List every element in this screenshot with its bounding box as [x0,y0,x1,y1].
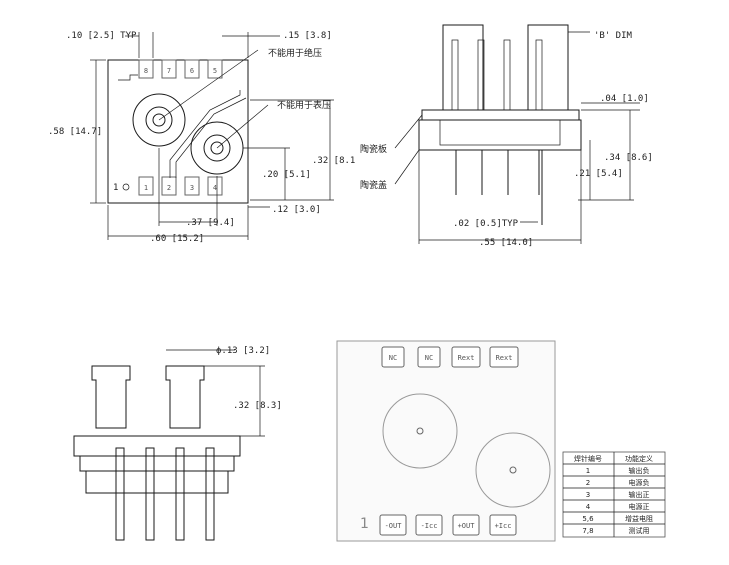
pad-pin1-marker: 1 [360,516,369,532]
dim-21: .21 [5.4] [574,169,623,179]
dim-port-offset: .32 [8.1 [312,156,355,166]
top-pin-row: 8 7 6 5 [138,59,223,79]
pad-bottom-row: -OUT -Icc +OUT +Icc [379,514,517,536]
side-view: 陶瓷板 陶瓷盖 'B' DIM .04 [1.0] .34 [8.6] .21 … [360,24,653,248]
dim-edge: .15 [3.8] [283,31,332,41]
pad-plus-icc: +Icc [495,522,512,530]
table-cell: 输出负 [629,466,650,475]
label-not-absolute: 不能用于绝压 [268,47,322,59]
dim-port-y: .20 [5.1] [262,170,311,180]
dim-34: .34 [8.6] [604,153,653,163]
pin-5: 5 [213,67,217,75]
pad-nc-2: NC [425,354,433,362]
table-cell: 增益电阻 [625,514,653,523]
top-view: 8 7 6 5 1 2 3 4 1 [48,31,355,244]
table-header-pin: 焊针编号 [574,454,602,463]
pin-table: 焊针编号 功能定义 1 输出负 2 电源负 3 输出正 4 电源正 5,6 增益… [562,451,666,538]
dim-55: .55 [14.0] [479,238,533,248]
table-cell: 2 [586,479,590,487]
table-cell: 1 [586,467,590,475]
pad-rext-2: Rext [496,354,513,362]
pad-layout: NC NC Rext Rext 1 -OUT -Icc +OUT +Icc [336,340,556,542]
label-not-gauge: 不能用于表压 [277,99,331,111]
pad-top-row: NC NC Rext Rext [381,346,519,368]
pad-minus-icc: -Icc [421,522,438,530]
port-1 [132,93,186,147]
pin-8: 8 [144,67,148,75]
label-ceramic-plate: 陶瓷板 [360,143,387,155]
pin-2: 2 [167,184,171,192]
table-cell: 测试用 [629,526,650,535]
pad-nc-1: NC [389,354,397,362]
front-view: ϕ.13 [3.2] .32 [8.3] [73,346,282,541]
pin1-marker: 1 [113,183,118,193]
label-ceramic-base: 陶瓷盖 [360,179,387,191]
dim-pad-edge: .12 [3.0] [272,205,321,215]
table-cell: 3 [586,491,590,499]
table-cell: 电源正 [629,502,650,511]
bottom-pin-row: 1 2 3 4 [138,176,223,196]
dim-height: .58 [14.7] [48,127,102,137]
dim-pitch: .10 [2.5] TYP [66,31,137,41]
dim-width: .60 [15.2] [150,234,204,244]
dim-02: .02 [0.5]TYP [453,219,519,229]
table-header-function: 功能定义 [625,454,653,463]
pin-4: 4 [213,184,217,192]
pin-7: 7 [167,67,171,75]
dim-diameter: ϕ.13 [3.2] [216,346,270,356]
table-cell: 5,6 [582,515,594,523]
dim-b: 'B' DIM [594,31,633,41]
pin-1: 1 [144,184,148,192]
dim-04: .04 [1.0] [600,94,649,104]
table-cell: 4 [586,503,591,511]
top-view-body [107,59,249,204]
pin-6: 6 [190,67,194,75]
table-cell: 7,8 [582,527,593,535]
pad-minus-out: -OUT [385,522,403,530]
table-cell: 输出正 [629,490,650,499]
table-cell: 电源负 [629,478,650,487]
pad-plus-out: +OUT [458,522,476,530]
pad-rext-1: Rext [458,354,475,362]
dim-32: .32 [8.3] [233,401,282,411]
pin-3: 3 [190,184,194,192]
dim-port-spacing: .37 [9.4] [186,218,235,228]
